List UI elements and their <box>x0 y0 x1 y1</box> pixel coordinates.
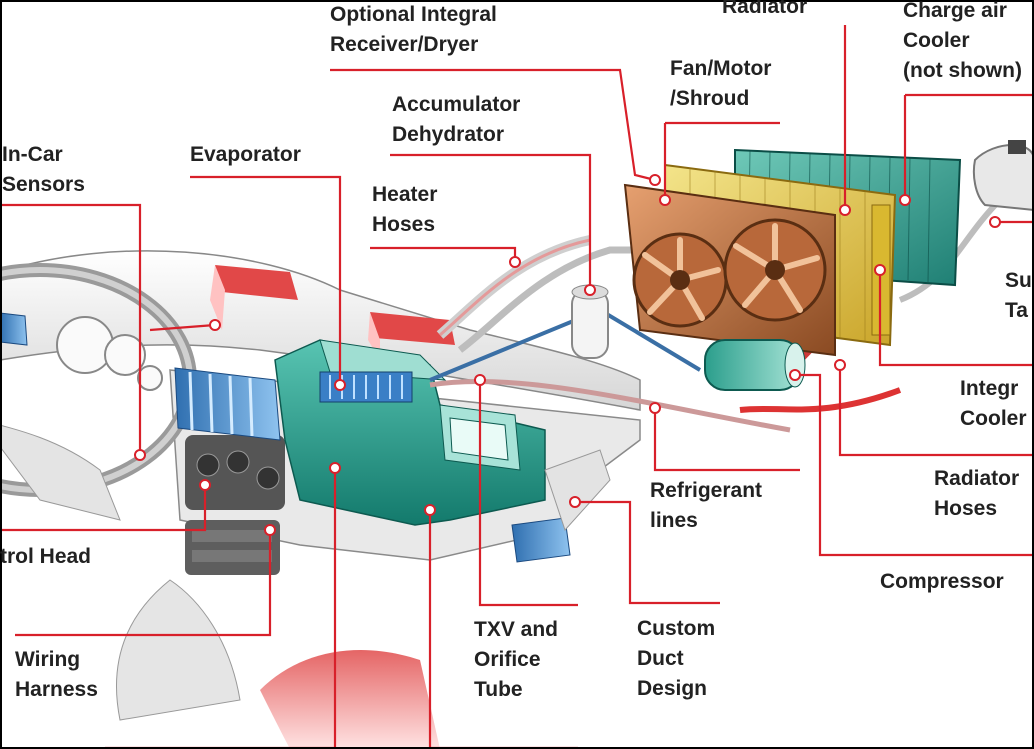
label-accumulator-dehydrator: Accumulator Dehydrator <box>392 93 521 146</box>
label-refrigerant-lines: Refrigerant lines <box>650 479 763 532</box>
label-radiator-hoses: Radiator Hoses <box>934 467 1020 520</box>
defrost-ducts <box>210 265 455 360</box>
label-heater-hoses: Heater Hoses <box>372 183 438 236</box>
label-charge-air-cooler: Charge air Cooler (not shown) <box>903 0 1022 82</box>
compressor-unit <box>704 339 806 391</box>
leader-dots <box>134 174 1001 536</box>
dash-vents <box>0 312 611 563</box>
label-control-head: trol Head <box>0 545 92 568</box>
label-wiring-harness: Wiring Harness <box>15 648 98 701</box>
label-radiator: Radiator <box>722 0 808 18</box>
label-surge-tank: Su Ta <box>1005 269 1032 322</box>
label-receiver-dryer: Optional Integral Receiver/Dryer <box>330 3 497 56</box>
label-compressor: Compressor <box>880 570 1004 593</box>
surge-tank <box>972 140 1034 212</box>
label-custom-duct-design: Custom Duct Design <box>637 617 716 700</box>
accumulator <box>571 284 609 359</box>
label-in-car-sensors: In-Car Sensors <box>2 143 85 196</box>
label-evaporator: Evaporator <box>190 143 301 166</box>
fan-shroud <box>623 183 836 357</box>
label-txv-orifice-tube: TXV and Orifice Tube <box>474 618 559 701</box>
label-fan-motor-shroud: Fan/Motor /Shroud <box>670 57 772 110</box>
label-integral-cooler: Integr Cooler <box>960 377 1027 430</box>
